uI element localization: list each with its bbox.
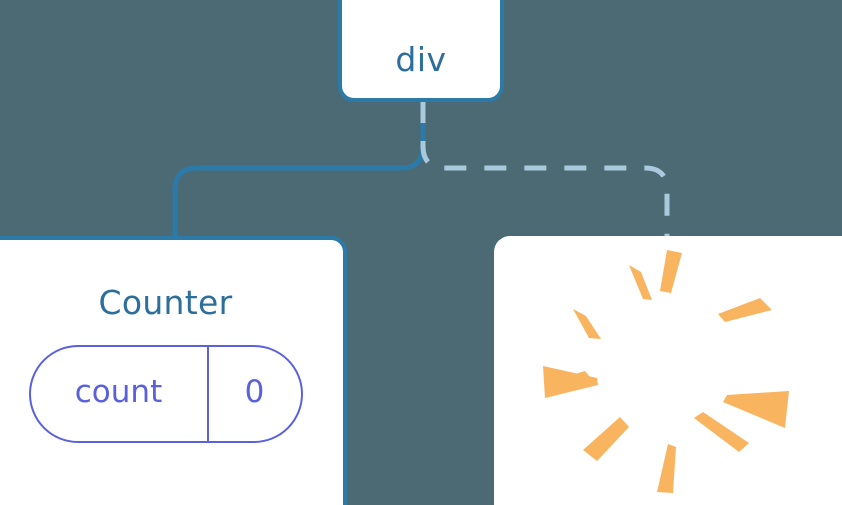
- state-pill-count[interactable]: count 0: [28, 345, 303, 443]
- ray-nnw: [629, 265, 652, 300]
- ray-nw: [573, 309, 601, 339]
- ray-sw: [583, 417, 629, 461]
- ray-nne: [718, 298, 772, 322]
- state-value-label: 0: [206, 347, 301, 441]
- node-div[interactable]: div: [338, 0, 504, 102]
- ray-se: [694, 412, 749, 452]
- node-div-label: div: [395, 40, 447, 79]
- state-key-label: count: [74, 374, 163, 410]
- node-counter[interactable]: Counter count 0: [0, 236, 347, 505]
- ray-e: [723, 391, 789, 428]
- sparkle-burst-icon: [543, 250, 789, 493]
- connector-root-to-counter: [172, 101, 426, 238]
- ray-n: [660, 250, 682, 293]
- connector-root-to-sparkle: [420, 101, 670, 238]
- node-sparkle[interactable]: [494, 236, 842, 505]
- ray-s: [657, 444, 676, 493]
- node-counter-label: Counter: [98, 283, 233, 322]
- ray-wsw: [552, 371, 590, 391]
